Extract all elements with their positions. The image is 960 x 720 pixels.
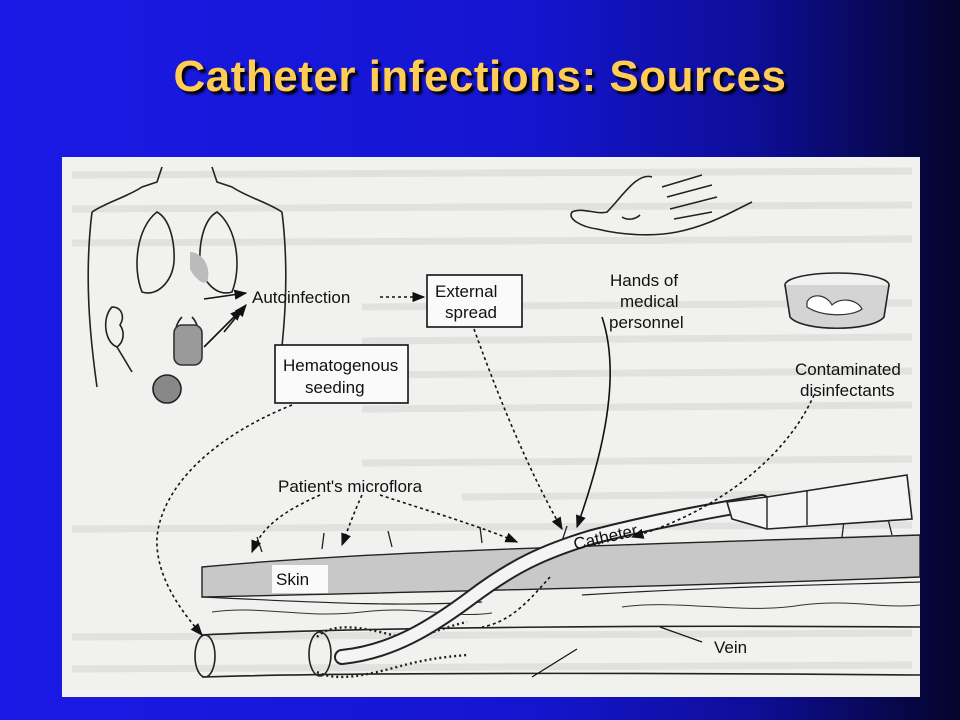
bleed-through-texture bbox=[71, 167, 913, 673]
label-hematogenous-line1: Hematogenous bbox=[283, 356, 398, 375]
skin-label-bg bbox=[272, 565, 328, 593]
label-patients-microflora: Patient's microflora bbox=[278, 477, 423, 496]
hand-illustration bbox=[570, 174, 753, 236]
label-skin: Skin bbox=[276, 570, 309, 589]
hematogenous-seeding-box bbox=[274, 344, 409, 404]
label-contaminated-line1: Contaminated bbox=[795, 360, 901, 379]
label-vein: Vein bbox=[714, 638, 747, 657]
infection-pathway-arrows bbox=[156, 289, 815, 678]
catheter-illustration bbox=[334, 474, 913, 665]
external-spread-box bbox=[426, 274, 523, 328]
label-hematogenous-line2: seeding bbox=[305, 378, 365, 397]
label-contaminated-line2: disinfectants bbox=[800, 381, 895, 400]
human-torso-illustration bbox=[87, 166, 287, 404]
label-external-spread-line1: External bbox=[435, 282, 497, 301]
infection-sources-diagram: Autoinfection External spread Hands of m… bbox=[62, 157, 920, 697]
label-hands-line3: personnel bbox=[609, 313, 684, 332]
label-hands-line2: medical bbox=[620, 292, 679, 311]
label-autoinfection: Autoinfection bbox=[252, 288, 350, 307]
vein-illustration bbox=[194, 620, 920, 679]
label-external-spread-line2: spread bbox=[445, 303, 497, 322]
label-hands-line1: Hands of bbox=[610, 271, 678, 290]
disinfectant-bowl-illustration bbox=[784, 272, 890, 329]
slide-title: Catheter infections: Sources bbox=[173, 52, 787, 101]
